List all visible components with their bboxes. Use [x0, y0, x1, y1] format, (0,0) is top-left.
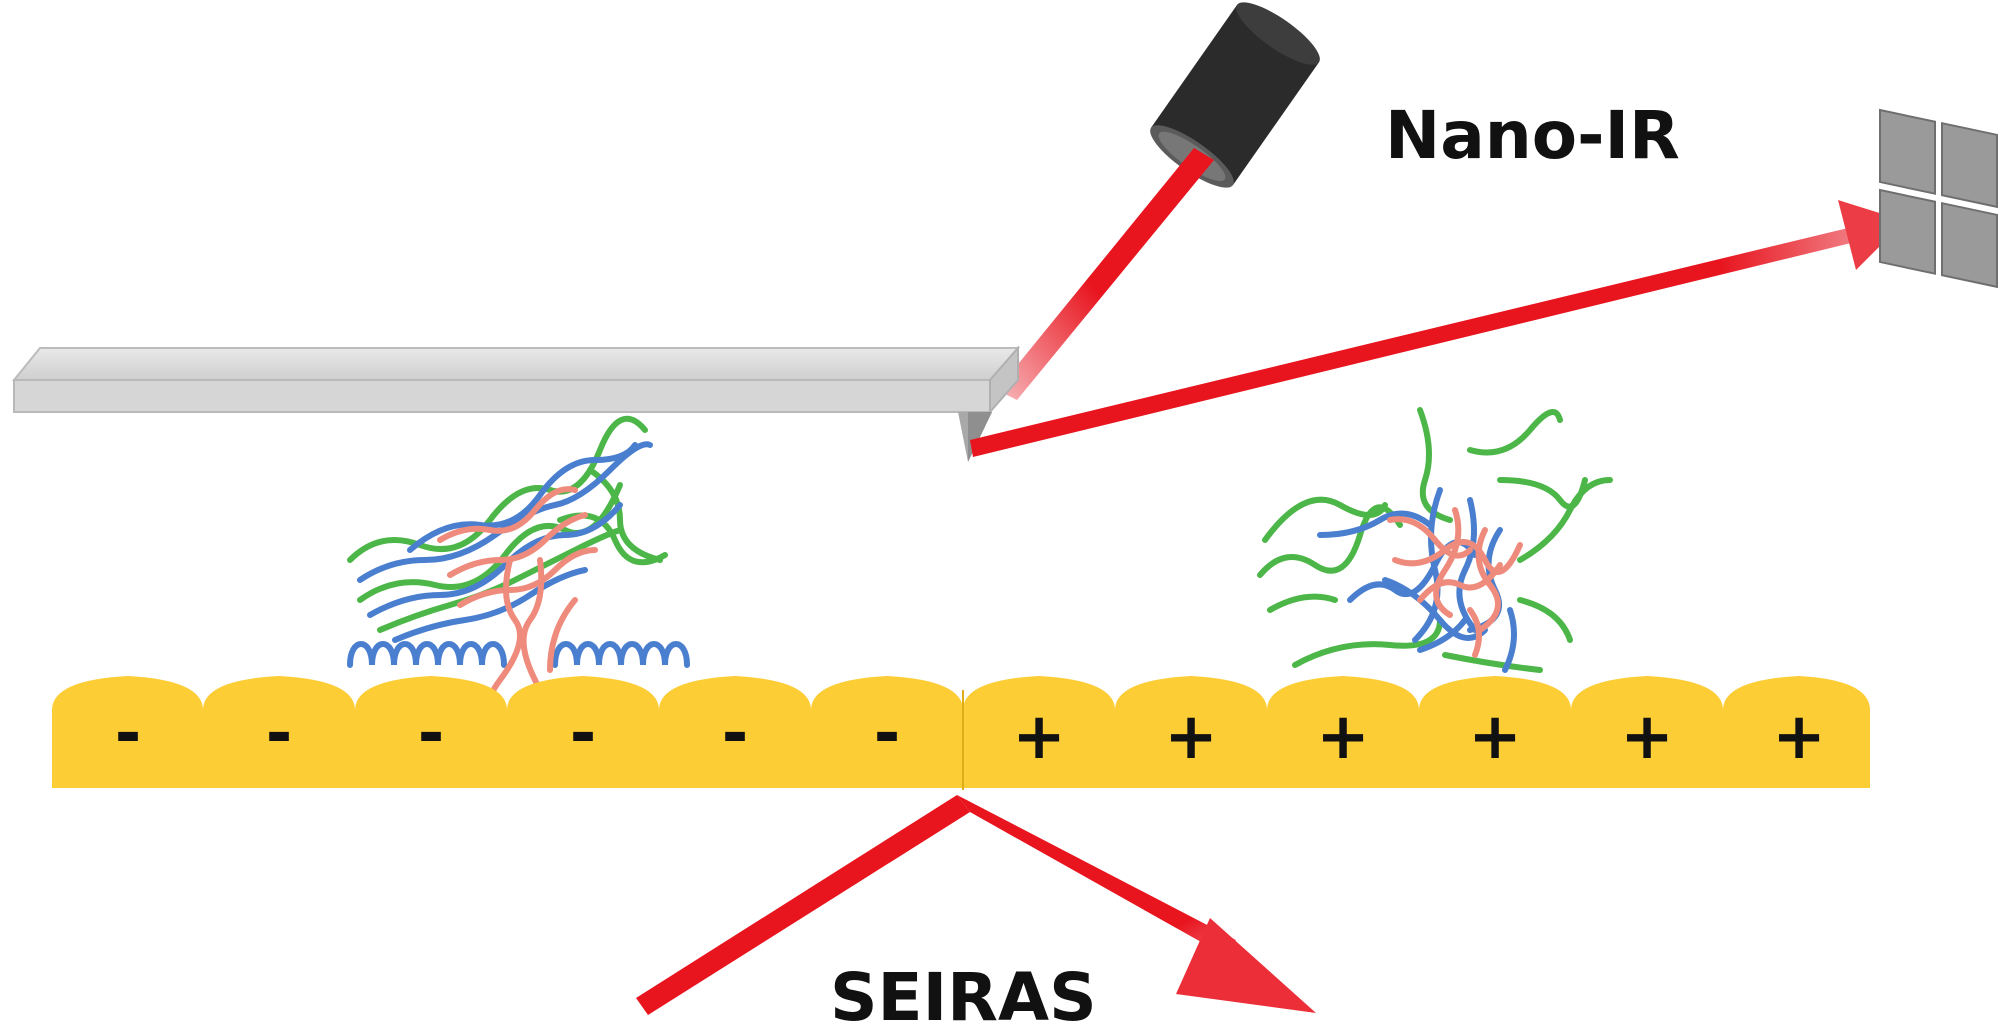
right-strands-green	[1257, 407, 1613, 673]
afm-cantilever-icon	[11, 345, 1021, 462]
seiras-beam	[636, 795, 1316, 1015]
charge-positive: +	[1772, 700, 1826, 774]
charge-negative: -	[266, 697, 293, 771]
positive-charges: + + + + + +	[1012, 700, 1826, 774]
charge-positive: +	[1012, 700, 1066, 774]
charge-positive: +	[1164, 700, 1218, 774]
seiras-label: SEIRAS	[830, 959, 1097, 1028]
left-molecule	[347, 415, 690, 743]
charge-positive: +	[1620, 700, 1674, 774]
ir-source-icon	[1150, 2, 1320, 188]
nano-ir-reflected-beam	[970, 200, 1905, 457]
charge-negative: -	[874, 697, 901, 771]
left-strands-blue	[357, 441, 653, 643]
right-strands-red	[1387, 507, 1523, 658]
right-strands-blue	[1317, 487, 1517, 673]
charge-negative: -	[722, 697, 749, 771]
right-molecule	[1257, 407, 1613, 673]
charge-negative: -	[418, 697, 445, 771]
nano-ir-label: Nano-IR	[1385, 97, 1680, 174]
negative-charges: - - - - - -	[115, 697, 901, 771]
left-helix-2	[552, 641, 690, 668]
charge-positive: +	[1468, 700, 1522, 774]
nano-ir-incident-beam	[997, 148, 1214, 400]
gold-substrate	[52, 676, 1870, 790]
quadrant-detector-icon	[1879, 108, 1998, 289]
charge-positive: +	[1316, 700, 1370, 774]
charge-negative: -	[570, 697, 597, 771]
charge-negative: -	[115, 697, 142, 771]
left-helix-1	[347, 641, 507, 668]
